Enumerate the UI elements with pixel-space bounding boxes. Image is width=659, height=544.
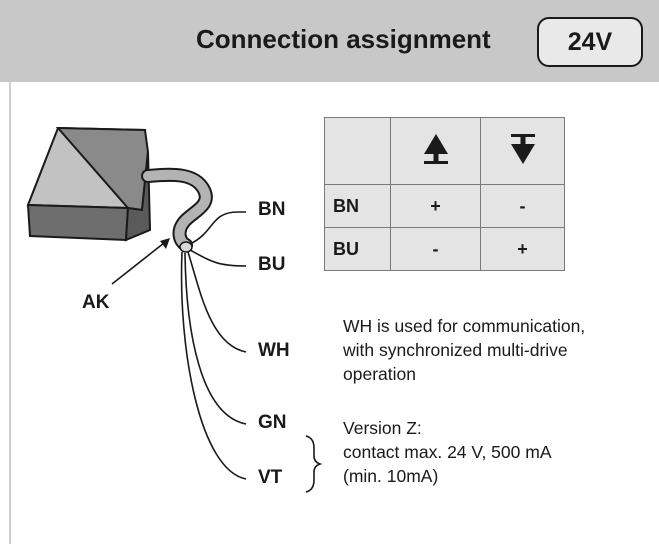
wire-bu — [189, 249, 247, 267]
left-divider — [9, 82, 11, 544]
cell-down: - — [480, 184, 565, 228]
wire-label-wh: WH — [258, 340, 290, 361]
table-corner-cell — [324, 117, 391, 185]
wh-note: WH is used for communication, with synch… — [343, 314, 585, 386]
wire-wh — [187, 251, 247, 353]
ak-label: AK — [82, 292, 110, 313]
wire-gn — [184, 252, 247, 425]
version-note-line: contact max. 24 V, 500 mA — [343, 442, 552, 462]
voltage-badge: 24V — [537, 17, 643, 67]
assignment-table: BN + - BU - + — [324, 117, 565, 271]
table-header-up — [390, 117, 481, 185]
motor-device — [26, 126, 152, 242]
table-header-row — [324, 117, 565, 185]
cell-down: + — [480, 227, 565, 271]
up-arrow-icon — [423, 133, 448, 164]
down-arrow-icon — [510, 133, 535, 164]
gn-vt-brace — [305, 435, 323, 493]
table-header-down — [480, 117, 565, 185]
version-note: Version Z: contact max. 24 V, 500 mA (mi… — [343, 416, 552, 488]
row-label: BN — [324, 184, 391, 228]
wire-bn — [189, 211, 246, 245]
row-label: BU — [324, 227, 391, 271]
wh-note-line: operation — [343, 364, 416, 384]
connection-cable — [141, 167, 213, 253]
wire-label-vt: VT — [258, 467, 283, 488]
wh-note-line: WH is used for communication, — [343, 316, 586, 336]
wire-label-bu: BU — [258, 254, 286, 275]
wire-vt — [180, 251, 247, 480]
wh-note-line: with synchronized multi-drive — [343, 340, 568, 360]
table-row: BN + - — [324, 184, 565, 228]
wire-bundle — [180, 211, 247, 480]
wire-label-bn: BN — [258, 199, 286, 220]
page-title: Connection assignment — [196, 24, 491, 54]
version-note-line: Version Z: — [343, 418, 422, 438]
wire-label-gn: GN — [258, 412, 287, 433]
cell-up: + — [390, 184, 481, 228]
version-note-line: (min. 10mA) — [343, 466, 439, 486]
cell-up: - — [390, 227, 481, 271]
table-row: BU - + — [324, 227, 565, 271]
ak-pointer-arrow — [111, 238, 170, 285]
